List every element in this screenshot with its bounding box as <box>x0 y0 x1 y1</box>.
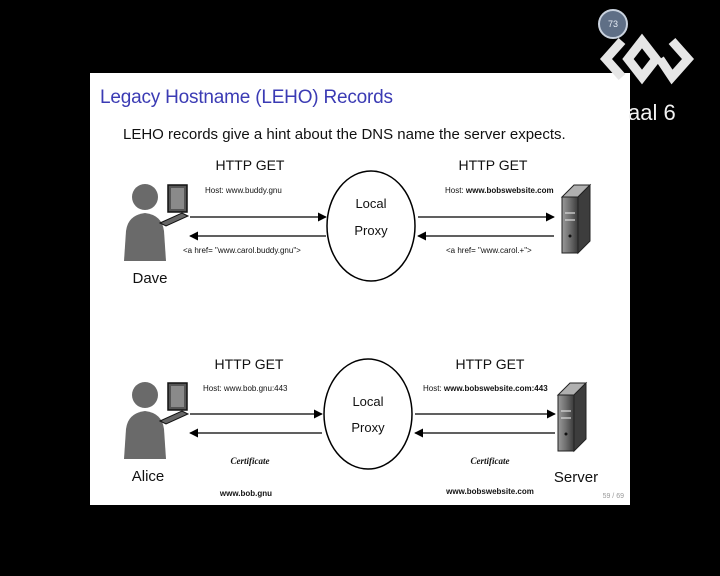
right-host-header-top: Host: www.bobswebsite.com <box>445 186 554 195</box>
proxy-label-line1-top: Local <box>355 196 386 211</box>
right-http-get-top: HTTP GET <box>459 157 528 173</box>
proxy-label-line1-bottom: Local <box>352 394 383 409</box>
viewer-counter-badge: 73 <box>598 9 628 39</box>
slide: Legacy Hostname (LEHO) Records LEHO reco… <box>90 73 630 505</box>
host-value: www.bobswebsite.com:443 <box>443 384 548 393</box>
slide-subtitle: LEHO records give a hint about the DNS n… <box>123 126 566 143</box>
right-certificate-name: www.bobswebsite.com <box>445 487 534 496</box>
host-value: www.buddy.gnu <box>225 186 282 195</box>
host-prefix: Host: <box>203 384 224 393</box>
client-name-alice: Alice <box>132 468 165 485</box>
person-icon-dave <box>124 184 166 261</box>
page-number: 59 / 69 <box>602 493 624 500</box>
host-value: www.bob.gnu:443 <box>223 384 288 393</box>
left-http-get-top: HTTP GET <box>216 157 285 173</box>
laptop-icon-alice <box>158 382 190 425</box>
right-host-header-bottom: Host: www.bobswebsite.com:443 <box>423 384 548 393</box>
right-certificate-label: Certificate <box>471 456 510 466</box>
left-certificate-label: Certificate <box>231 456 270 466</box>
left-host-header-bottom: Host: www.bob.gnu:443 <box>203 384 288 393</box>
proxy-label-line2-bottom: Proxy <box>351 420 385 435</box>
right-return-href-top: <a href= "www.carol.+"> <box>446 246 532 255</box>
proxy-label-line2-top: Proxy <box>354 223 388 238</box>
host-prefix: Host: <box>423 384 444 393</box>
left-certificate-name: www.bob.gnu <box>219 489 272 498</box>
left-http-get-bottom: HTTP GET <box>215 356 284 372</box>
left-host-header-top: Host: www.buddy.gnu <box>205 186 282 195</box>
slide-title: Legacy Hostname (LEHO) Records <box>100 87 393 108</box>
right-http-get-bottom: HTTP GET <box>456 356 525 372</box>
host-prefix: Host: <box>205 186 226 195</box>
server-icon-top <box>560 183 592 255</box>
client-name-dave: Dave <box>132 270 167 287</box>
leho-diagram: Dave HTTP GET Host: www.buddy.gnu <a hre… <box>124 157 598 498</box>
left-return-href-top: <a href= "www.carol.buddy.gnu"> <box>183 246 301 255</box>
server-icon-bottom <box>556 381 588 453</box>
server-name: Server <box>554 469 598 486</box>
laptop-icon-dave <box>158 184 190 227</box>
local-proxy-circle-bottom <box>323 358 413 470</box>
person-icon-alice <box>124 382 166 459</box>
host-prefix: Host: <box>445 186 466 195</box>
room-label: aal 6 <box>628 100 676 125</box>
local-proxy-circle-top <box>326 170 416 282</box>
host-value: www.bobswebsite.com <box>465 186 554 195</box>
conference-logo-icon <box>599 33 695 85</box>
